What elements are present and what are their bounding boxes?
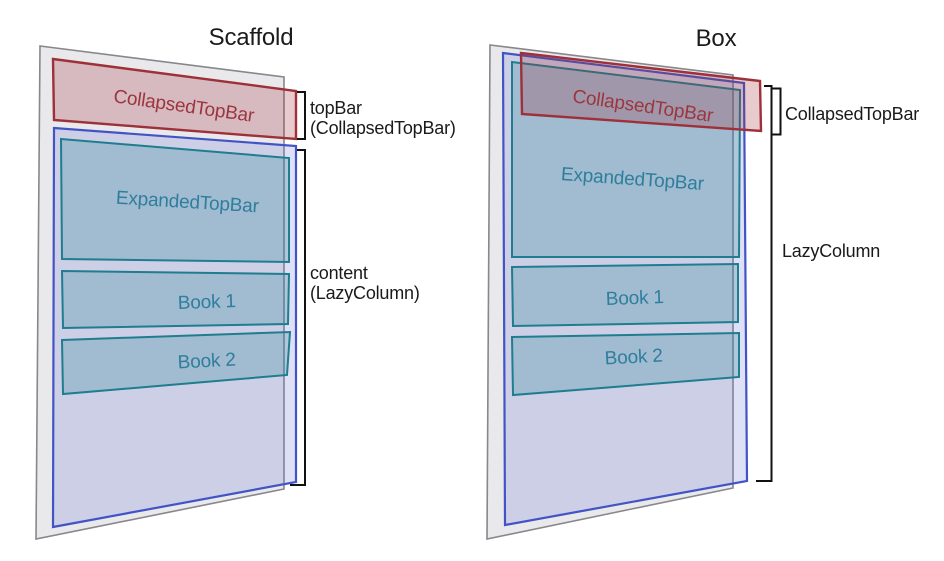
scaffold-diagram: Scaffold CollapsedTopBar ExpandedTopBar … [35,24,456,540]
scaffold-title: Scaffold [209,24,294,51]
box-lazycolumn-panel [501,51,749,527]
box-diagram: Box ExpandedTopBar Book 1 Book 2 Collaps… [486,25,919,540]
scaffold-topbar-annotation-line1: topBar [310,98,362,118]
box-book2-label: Book 2 [604,346,663,370]
scaffold-content-bracket [290,149,306,486]
scaffold-topbar-annotation-line2: (CollapsedTopBar) [310,118,456,138]
box-book1-label: Book 1 [605,287,664,310]
scaffold-topbar-bracket [297,91,306,140]
box-collapsed-topbar-box [519,51,763,133]
scaffold-book1-box [60,269,291,330]
box-title: Box [696,25,737,52]
scaffold-book1-label: Book 1 [177,291,236,314]
box-lazycolumn-bracket [756,85,773,482]
box-device-panel [486,44,734,540]
scaffold-content-annotation-line2: (LazyColumn) [310,283,420,303]
scaffold-book2-box [60,330,292,396]
scaffold-collapsed-topbar-box [51,57,298,141]
box-book1-box [510,262,739,328]
scaffold-content-panel [51,126,298,529]
scaffold-device-panel [35,45,285,540]
box-collapsed-topbar-annotation: CollapsedTopBar [785,104,919,124]
box-book2-box [510,331,740,397]
box-collapsed-topbar-bracket [772,87,782,136]
scaffold-content-annotation-line1: content [310,263,368,283]
scaffold-expanded-topbar-box [59,137,290,264]
box-lazycolumn-annotation: LazyColumn [782,241,880,261]
scaffold-book2-label: Book 2 [177,350,236,374]
box-expanded-topbar-box [511,60,742,258]
